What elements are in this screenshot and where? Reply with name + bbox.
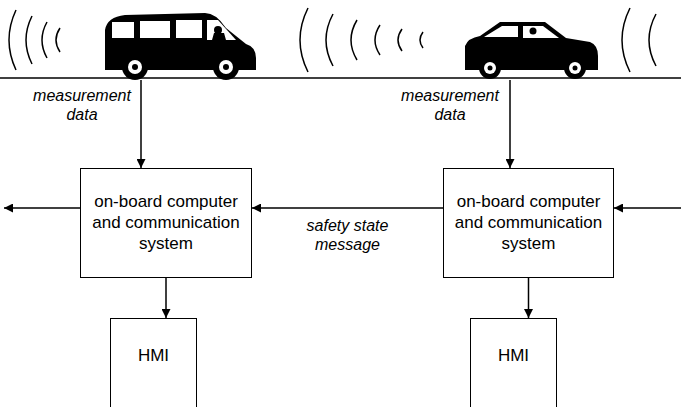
box-text: HMI: [471, 345, 556, 366]
arrow-connector: [528, 278, 530, 318]
measurement-arrow: [140, 80, 142, 168]
radio-waves: [9, 8, 656, 72]
signal-label: measurement data: [30, 86, 134, 124]
van-illustration: [105, 13, 256, 80]
arrow-connector: [165, 278, 167, 318]
process-box: HMI: [110, 318, 197, 407]
message-label: safety state message: [288, 216, 408, 254]
box-text: on-board computer and communication syst…: [444, 191, 613, 255]
measurement-arrow: [509, 80, 511, 168]
signal-label: measurement data: [398, 86, 502, 124]
process-box: on-board computer and communication syst…: [80, 168, 252, 278]
car-illustration: [465, 22, 598, 79]
box-text: HMI: [111, 345, 196, 366]
box-text: on-board computer and communication syst…: [81, 191, 251, 255]
process-box: HMI: [470, 318, 557, 407]
outgoing-arrow: [4, 207, 80, 209]
arrow-connector: [252, 207, 443, 209]
incoming-arrow: [614, 207, 681, 209]
process-box: on-board computer and communication syst…: [443, 168, 614, 278]
